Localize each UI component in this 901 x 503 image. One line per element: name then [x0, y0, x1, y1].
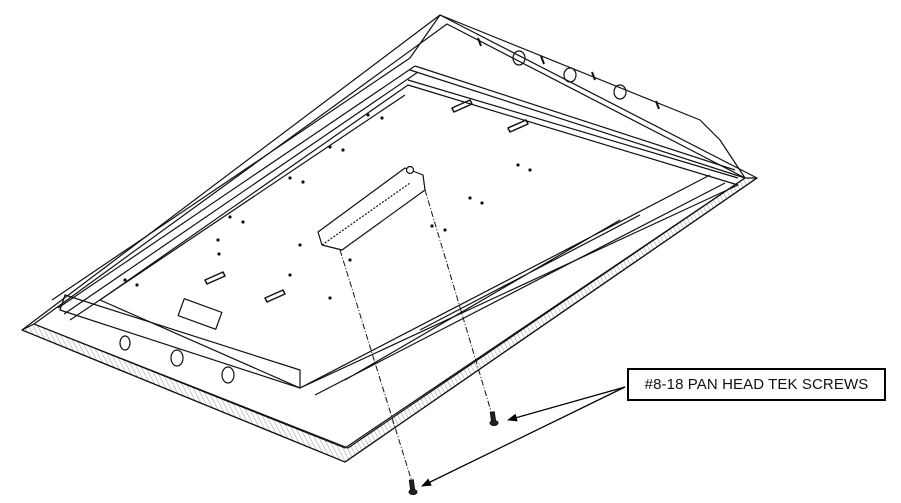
knockout-hole — [563, 67, 577, 83]
top-end-plate — [409, 14, 746, 179]
lens-frame — [21, 177, 758, 463]
arrow-to-screw-right — [507, 386, 626, 422]
screw-callout-label: #8-18 PAN HEAD TEK SCREWS — [627, 368, 886, 401]
bottom-side-wall — [59, 294, 301, 389]
screw-centerlines — [339, 189, 494, 483]
mounting-holes — [123, 113, 532, 300]
top-end-plate-fold — [407, 65, 739, 179]
arrow-to-screw-left — [421, 386, 626, 487]
screw-left — [408, 479, 418, 495]
housing — [21, 14, 758, 463]
lamp-channel-lines — [299, 174, 726, 396]
knockout-hole — [613, 84, 627, 100]
callout-arrows — [421, 386, 626, 487]
callout-text: #8-18 PAN HEAD TEK SCREWS — [644, 376, 869, 393]
nameplate — [177, 298, 223, 330]
screw-right — [489, 411, 499, 426]
knockout-hole — [512, 50, 526, 66]
left-side-flange — [51, 57, 419, 321]
